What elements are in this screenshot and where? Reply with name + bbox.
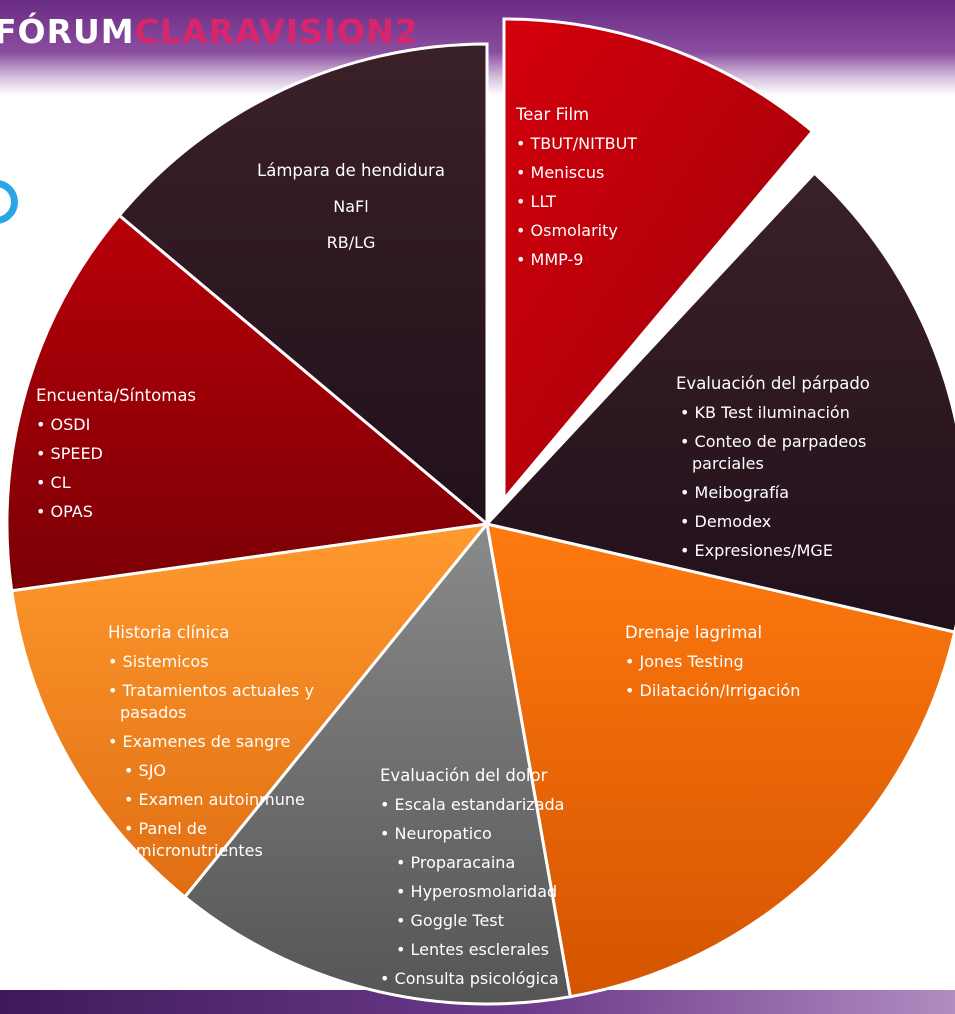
dolor-item: Neuropatico [380, 823, 564, 845]
tear-film-item: MMP-9 [516, 249, 637, 271]
dolor-item: Consulta psicológica [380, 968, 564, 990]
segment-drenaje [485, 522, 955, 999]
drenaje-label: Drenaje lagrimal Jones Testing Dilatació… [625, 622, 800, 709]
historia-sub-item: Examen autoinmune [124, 789, 360, 811]
dolor-title: Evaluación del dolor [380, 766, 548, 785]
lampara-line: RB/LG [326, 233, 376, 252]
encuesta-item: CL [36, 472, 196, 494]
tear-film-item: Osmolarity [516, 220, 637, 242]
parpado-item: Expresiones/MGE [680, 540, 917, 562]
parpado-label: Evaluación del párpado KB Test iluminaci… [676, 373, 917, 569]
parpado-title: Evaluación del párpado [676, 374, 870, 393]
parpado-item: KB Test iluminación [680, 402, 917, 424]
tear-film-item: TBUT/NITBUT [516, 133, 638, 155]
dolor-item: Escala estandarizada [380, 794, 565, 816]
parpado-item: Meibografía [680, 482, 917, 504]
tear-film-title: Tear Film [516, 105, 590, 124]
historia-item: Tratamientos actuales y pasados [108, 680, 360, 724]
historia-label: Historia clínica Sistemicos Tratamientos… [108, 622, 360, 869]
historia-item: Examenes de sangre [108, 731, 360, 753]
dolor-sub-item: Goggle Test [396, 910, 564, 932]
historia-sub-item: Panel de micronutrientes [124, 818, 316, 862]
historia-sub-item: SJO [124, 760, 360, 782]
encuesta-item: OPAS [36, 501, 196, 523]
parpado-item: Demodex [680, 511, 917, 533]
dolor-sub-item: Hyperosmolaridad [396, 881, 564, 903]
encuesta-label: Encuenta/Síntomas OSDI SPEED CL OPAS [36, 385, 196, 530]
lampara-title: Lámpara de hendidura [257, 161, 445, 180]
dolor-label: Evaluación del dolor Escala estandarizad… [380, 765, 564, 997]
historia-title: Historia clínica [108, 623, 230, 642]
dolor-sub-item: Proparacaina [396, 852, 564, 874]
parpado-item: Conteo de parpadeos parciales [680, 431, 917, 475]
drenaje-item: Dilatación/Irrigación [625, 680, 801, 702]
segment-lampara [117, 42, 489, 528]
lampara-line: NaFl [333, 197, 369, 216]
encuesta-item: OSDI [36, 414, 196, 436]
tear-film-item: Meniscus [516, 162, 637, 184]
tear-film-item: LLT [516, 191, 637, 213]
banner-title: FÓRUMCLARAVISION2 [0, 12, 419, 51]
drenaje-title: Drenaje lagrimal [625, 623, 763, 642]
lampara-label: Lámpara de hendidura NaFl RB/LG [236, 160, 466, 268]
segment-encuesta [5, 213, 491, 593]
encuesta-item: SPEED [36, 443, 196, 465]
drenaje-item: Jones Testing [625, 651, 800, 673]
dolor-sub-item: Lentes esclerales [396, 939, 564, 961]
historia-item: Sistemicos [108, 651, 360, 673]
encuesta-title: Encuenta/Síntomas [36, 386, 197, 405]
tear-film-label: Tear Film TBUT/NITBUT Meniscus LLT Osmol… [516, 104, 637, 278]
